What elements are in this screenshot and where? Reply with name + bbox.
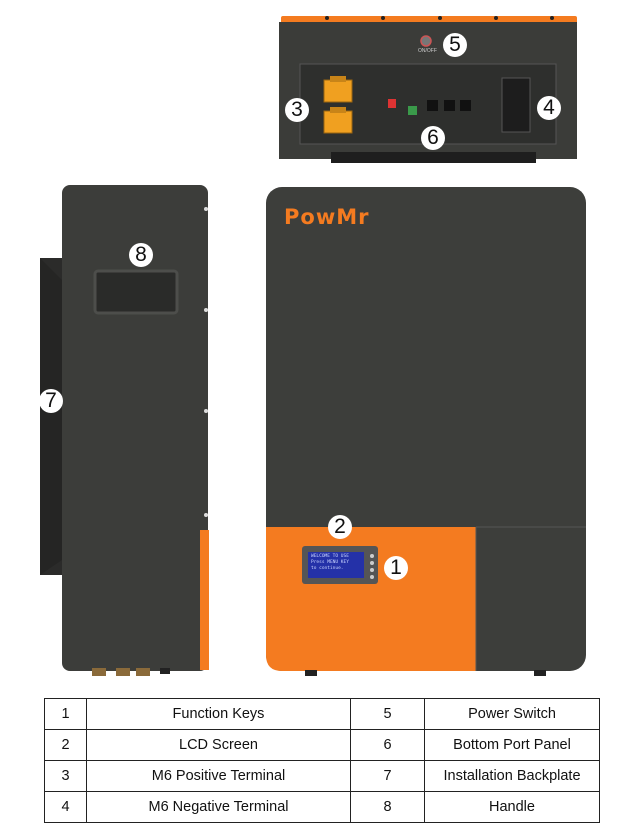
handle-icon <box>93 269 179 315</box>
callout-8: 8 <box>129 243 153 267</box>
negative-terminal-icon <box>501 77 531 133</box>
callout-1: 1 <box>384 556 408 580</box>
callout-4: 4 <box>537 96 561 120</box>
positive-terminal-icon <box>323 79 353 103</box>
legend-row: 4 M6 Negative Terminal 8 Handle <box>44 791 600 823</box>
legend-row: 1 Function Keys 5 Power Switch <box>44 698 600 730</box>
bottom-view-foot <box>331 152 536 163</box>
callout-3: 3 <box>285 98 309 122</box>
legend-number: 7 <box>350 760 425 792</box>
lcd-line-1: WELCOME TO USE <box>311 554 349 559</box>
callout-5: 5 <box>443 33 467 57</box>
legend-number: 2 <box>44 729 87 761</box>
function-key-icon <box>370 554 374 558</box>
legend-number: 8 <box>350 791 425 823</box>
bottom-view <box>279 16 577 163</box>
power-switch-icon <box>420 35 432 47</box>
callout-7: 7 <box>39 389 63 413</box>
legend-label: Power Switch <box>424 698 600 730</box>
legend-label: LCD Screen <box>86 729 351 761</box>
legend-number: 5 <box>350 698 425 730</box>
legend-number: 6 <box>350 729 425 761</box>
legend-label: Function Keys <box>86 698 351 730</box>
legend-label: Installation Backplate <box>424 760 600 792</box>
legend-label: M6 Negative Terminal <box>86 791 351 823</box>
legend-row: 3 M6 Positive Terminal 7 Installation Ba… <box>44 760 600 792</box>
side-view-orange-strip <box>200 530 209 670</box>
legend-label: Handle <box>424 791 600 823</box>
lcd-screen: WELCOME TO USE Press MENU KEY to continu… <box>306 550 366 580</box>
callout-6: 6 <box>421 126 445 150</box>
side-view <box>40 185 209 676</box>
power-switch-label: ON/OFF <box>418 48 437 54</box>
legend-number: 4 <box>44 791 87 823</box>
legend-number: 3 <box>44 760 87 792</box>
legend-label: M6 Positive Terminal <box>86 760 351 792</box>
lcd-line-3: to continue. <box>311 566 344 571</box>
front-view <box>266 187 586 676</box>
lcd-line-2: Press MENU KEY <box>311 560 349 565</box>
legend-row: 2 LCD Screen 6 Bottom Port Panel <box>44 729 600 761</box>
legend-table: 1 Function Keys 5 Power Switch 2 LCD Scr… <box>44 698 600 823</box>
legend-number: 1 <box>44 698 87 730</box>
brand-logo: PowMr <box>284 205 370 229</box>
legend-label: Bottom Port Panel <box>424 729 600 761</box>
callout-2: 2 <box>328 515 352 539</box>
